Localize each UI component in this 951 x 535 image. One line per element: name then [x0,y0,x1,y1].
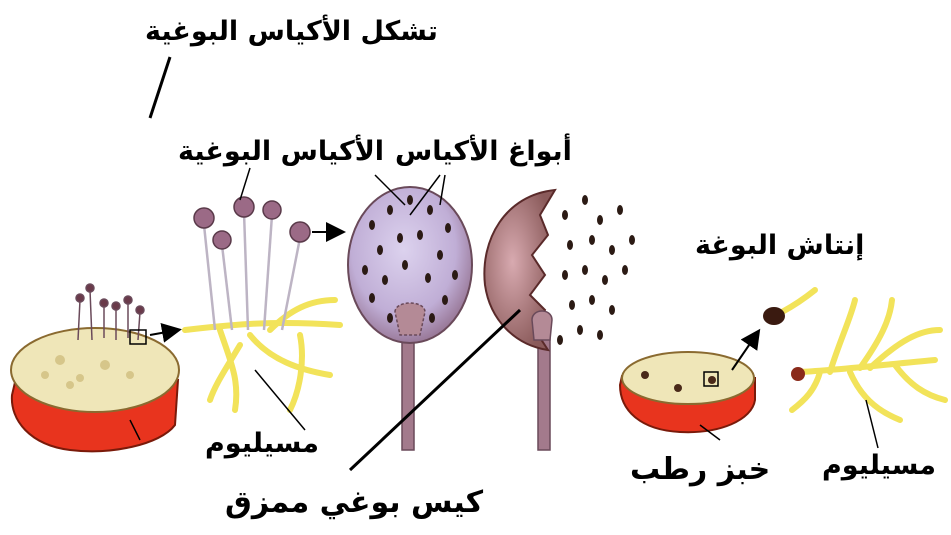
sporangium-large [348,187,472,450]
mycelium-right [791,300,945,420]
bread-slice-right [620,352,755,432]
pointer-lines-thin [240,168,878,448]
label-mycelium-right: مسيليوم [822,452,936,479]
bread-slice-left [11,284,179,451]
label-mycelium-left: مسيليوم [205,430,319,457]
label-spore-germination: إنتاش البوغة [695,232,864,259]
label-sporangia: الأكياس البوغية [178,138,384,165]
pointer-lines [150,57,170,118]
label-sporangia-spores: أبواغ الأكياس [395,138,572,165]
label-ruptured-sporangium: كيس بوغي ممزق [225,488,483,518]
germinating-spore [763,290,815,325]
sporangium-ruptured [484,190,635,450]
arrow-to-mycelium [150,330,178,335]
label-moist-bread: خبز رطب [630,455,770,485]
label-sporangia-formation: تشكل الأكياس البوغية [145,18,438,45]
